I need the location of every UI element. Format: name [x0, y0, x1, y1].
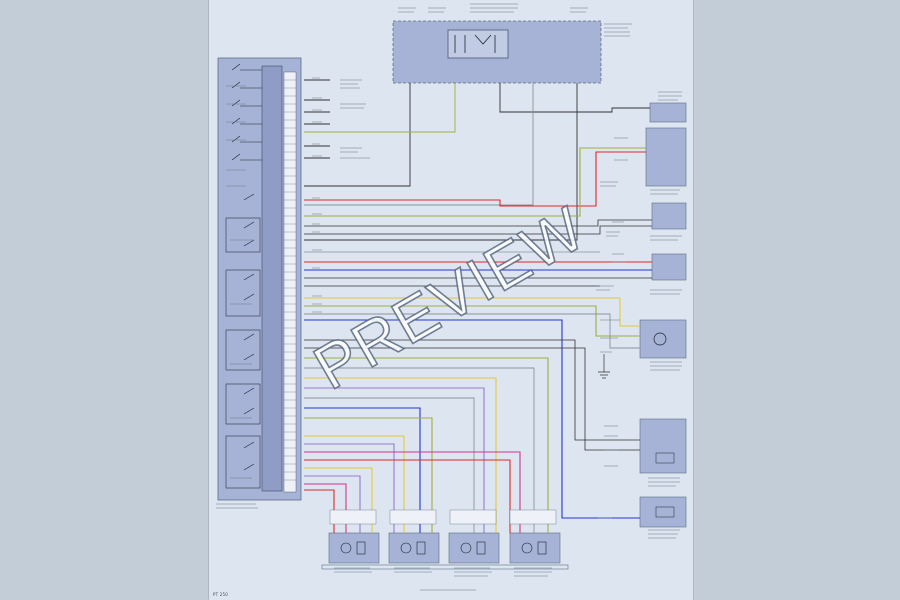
- seat-motor-1: [328, 532, 380, 564]
- power-feed-wires: [304, 79, 650, 241]
- seat-motor-4: [509, 532, 561, 564]
- seat-motor-2: [388, 532, 440, 564]
- seat-motor-3: [448, 532, 500, 564]
- wire-label-marks: [216, 3, 682, 591]
- lumbar-solenoid: [639, 496, 687, 528]
- motor-connector-pins: [329, 509, 557, 525]
- lumbar-pump: [639, 319, 687, 359]
- figure-id: PT 250: [213, 592, 228, 597]
- seat-position-sensor: [651, 202, 687, 230]
- connector-pins: [283, 71, 297, 493]
- seat-belt-switch: [651, 253, 687, 281]
- colored-wires: [304, 147, 652, 533]
- ground-symbol: [598, 354, 610, 379]
- seat-heater-module: [639, 418, 687, 474]
- switch-connector-strip: [261, 65, 283, 492]
- motor-harness-bracket: [321, 564, 569, 570]
- seat-control-module: [649, 102, 687, 123]
- relay-element: [447, 29, 509, 59]
- driver-door-switch: [645, 127, 687, 187]
- switch-contacts: [231, 63, 262, 471]
